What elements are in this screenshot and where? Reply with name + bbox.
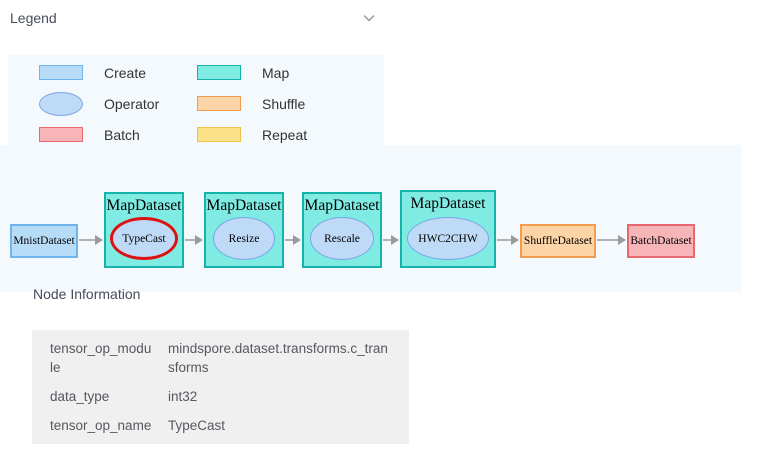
legend-label: Create (104, 64, 147, 81)
info-key: tensor_op_module (50, 341, 152, 375)
graph-node-batchdataset[interactable]: BatchDataset (627, 224, 695, 258)
info-row-tensor_op_name: tensor_op_name TypeCast (32, 411, 409, 440)
legend-item-map: Map (197, 57, 384, 88)
legend-header[interactable]: Legend (10, 8, 378, 28)
graph-edge-arrowhead (618, 235, 626, 245)
map-node-title: MapDataset (304, 197, 380, 214)
legend-swatch-repeat (197, 127, 241, 142)
graph-edge (383, 239, 392, 241)
info-key: tensor_op_name (50, 418, 152, 433)
map-node-title: MapDataset (410, 195, 486, 212)
node-info-title: Node Information (33, 286, 141, 302)
chevron-down-icon[interactable] (360, 9, 378, 27)
info-value: int32 (168, 389, 198, 404)
legend-label: Map (262, 64, 290, 81)
graph-edge (79, 239, 96, 241)
graph-node-mnistdataset[interactable]: MnistDataset (10, 224, 78, 258)
info-key: data_type (50, 389, 110, 404)
graph-edge (185, 239, 196, 241)
graph-edge (497, 239, 512, 241)
operator-ellipse-resize[interactable]: Resize (213, 217, 275, 260)
legend-item-batch: Batch (39, 119, 197, 150)
operator-ellipse-typecast[interactable]: TypeCast (110, 217, 178, 260)
operator-ellipse-rescale[interactable]: Rescale (310, 217, 374, 260)
legend-label: Operator (104, 95, 160, 112)
legend-title: Legend (10, 10, 57, 26)
node-info-table: tensor_op_module mindspore.dataset.transf… (32, 330, 409, 444)
graph-edge-arrowhead (95, 235, 103, 245)
legend-swatch-shuffle (197, 96, 241, 111)
graph-edge-arrowhead (293, 235, 301, 245)
legend-label: Batch (104, 126, 140, 143)
legend-swatch-operator (39, 91, 83, 116)
graph-edge (285, 239, 294, 241)
legend-item-repeat: Repeat (197, 119, 384, 150)
graph-node-shuffledataset[interactable]: ShuffleDataset (520, 224, 596, 258)
map-node-title: MapDataset (206, 197, 282, 214)
graph-edge-arrowhead (195, 235, 203, 245)
legend-label: Shuffle (262, 95, 306, 112)
legend-swatch-batch (39, 127, 83, 142)
graph-edge (597, 239, 619, 241)
info-row-data_type: data_type int32 (32, 382, 409, 411)
legend-swatch-create (39, 65, 83, 80)
info-value: mindspore.dataset.transforms.c_transform… (168, 341, 388, 375)
legend-item-shuffle: Shuffle (197, 88, 384, 119)
graph-edge-arrowhead (511, 235, 519, 245)
info-value: TypeCast (168, 418, 226, 433)
graph-edge-arrowhead (391, 235, 399, 245)
info-row-tensor_op_module: tensor_op_module mindspore.dataset.transf… (32, 334, 409, 382)
legend-label: Repeat (262, 126, 308, 143)
legend-item-operator: Operator (39, 88, 197, 119)
legend-item-create: Create (39, 57, 197, 88)
map-node-title: MapDataset (106, 197, 182, 214)
operator-ellipse-hwc2chw[interactable]: HWC2CHW (407, 217, 489, 260)
legend-swatch-map (197, 65, 241, 80)
